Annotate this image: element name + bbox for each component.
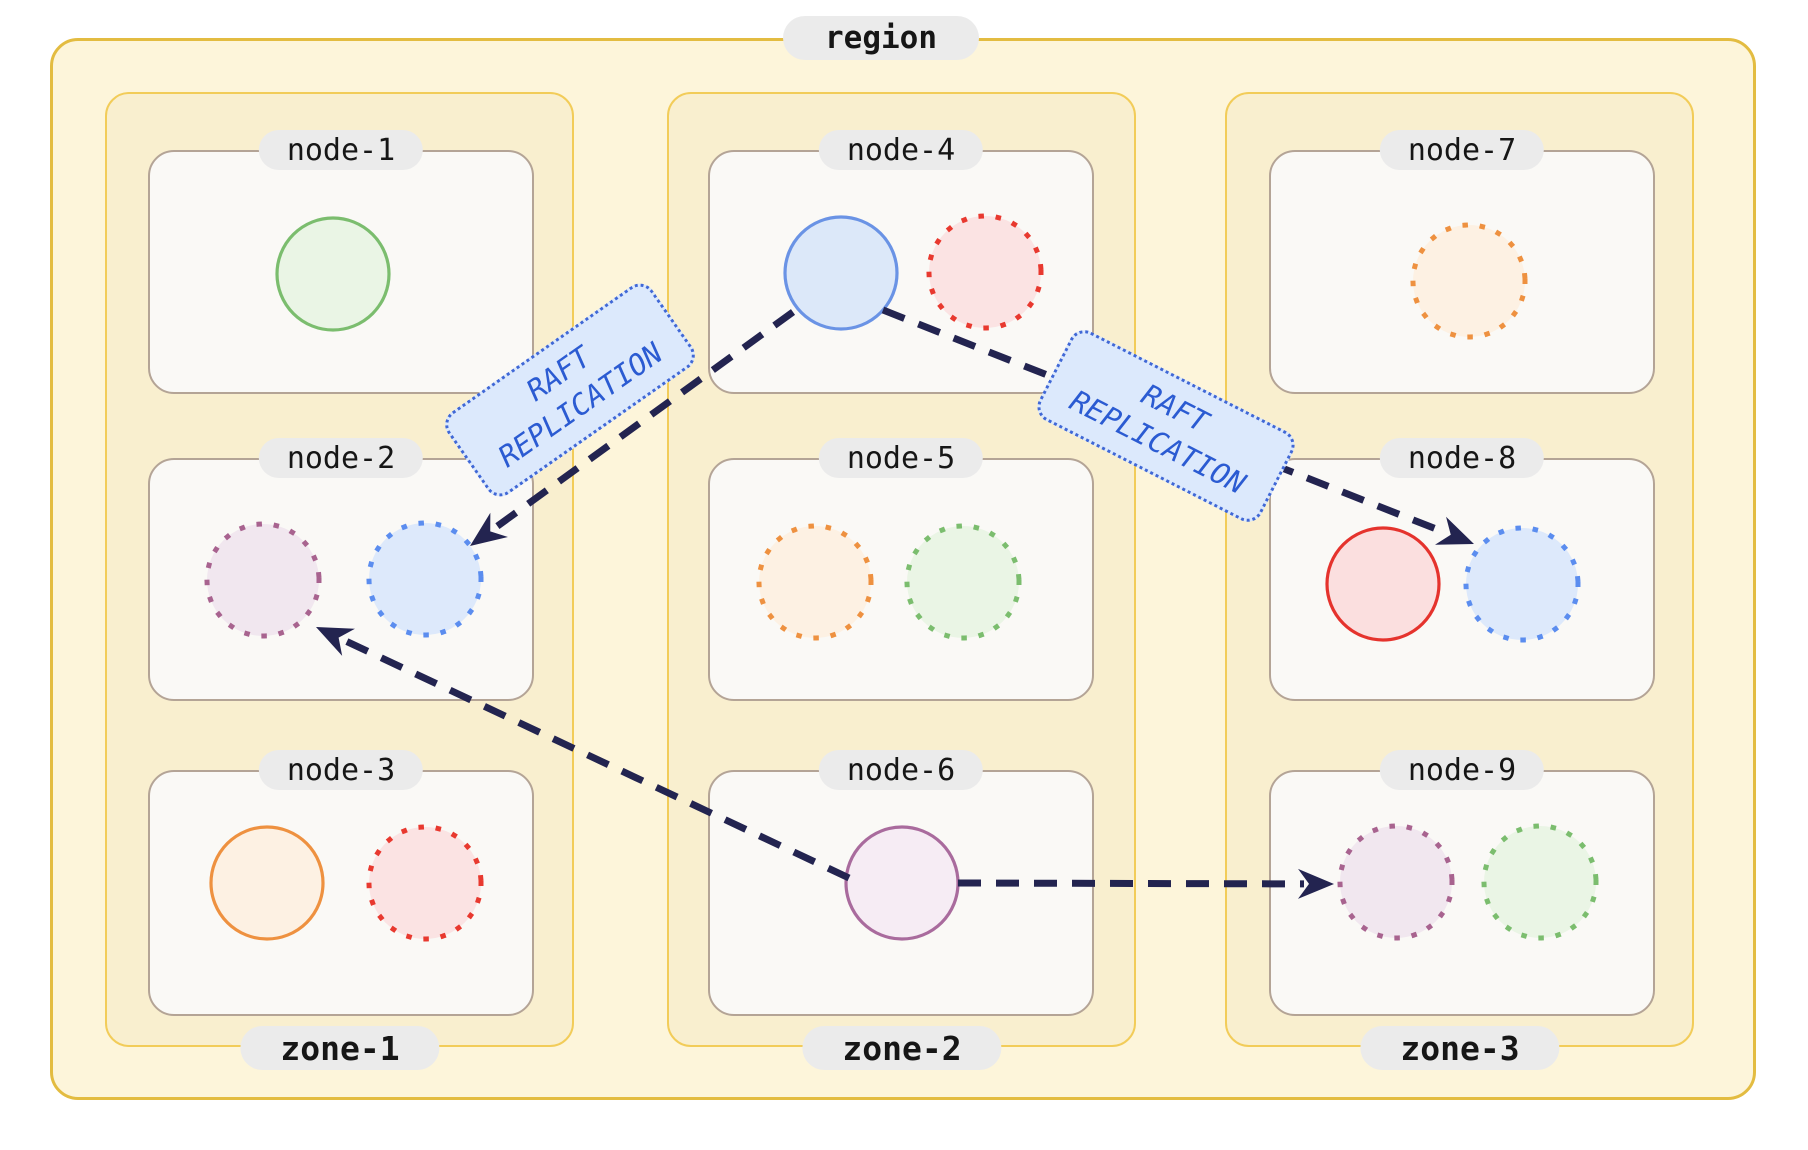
node-6-box (708, 770, 1094, 1016)
node-8-box (1269, 458, 1655, 701)
node-2-label: node-2 (258, 438, 424, 478)
region-label: region (783, 16, 979, 60)
node-4-label: node-4 (818, 130, 984, 170)
node-7-box (1269, 150, 1655, 394)
zone-3-label: zone-3 (1360, 1026, 1560, 1070)
node-2-box (148, 458, 534, 701)
node-3-label: node-3 (258, 750, 424, 790)
node-8-label: node-8 (1379, 438, 1545, 478)
node-1-label: node-1 (258, 130, 424, 170)
node-5-label: node-5 (818, 438, 984, 478)
node-7-label: node-7 (1379, 130, 1545, 170)
node-1-box (148, 150, 534, 394)
zone-2-label: zone-2 (802, 1026, 1002, 1070)
node-9-label: node-9 (1379, 750, 1545, 790)
node-4-box (708, 150, 1094, 394)
zone-1-label: zone-1 (240, 1026, 440, 1070)
node-5-box (708, 458, 1094, 701)
node-9-box (1269, 770, 1655, 1016)
node-3-box (148, 770, 534, 1016)
node-6-label: node-6 (818, 750, 984, 790)
